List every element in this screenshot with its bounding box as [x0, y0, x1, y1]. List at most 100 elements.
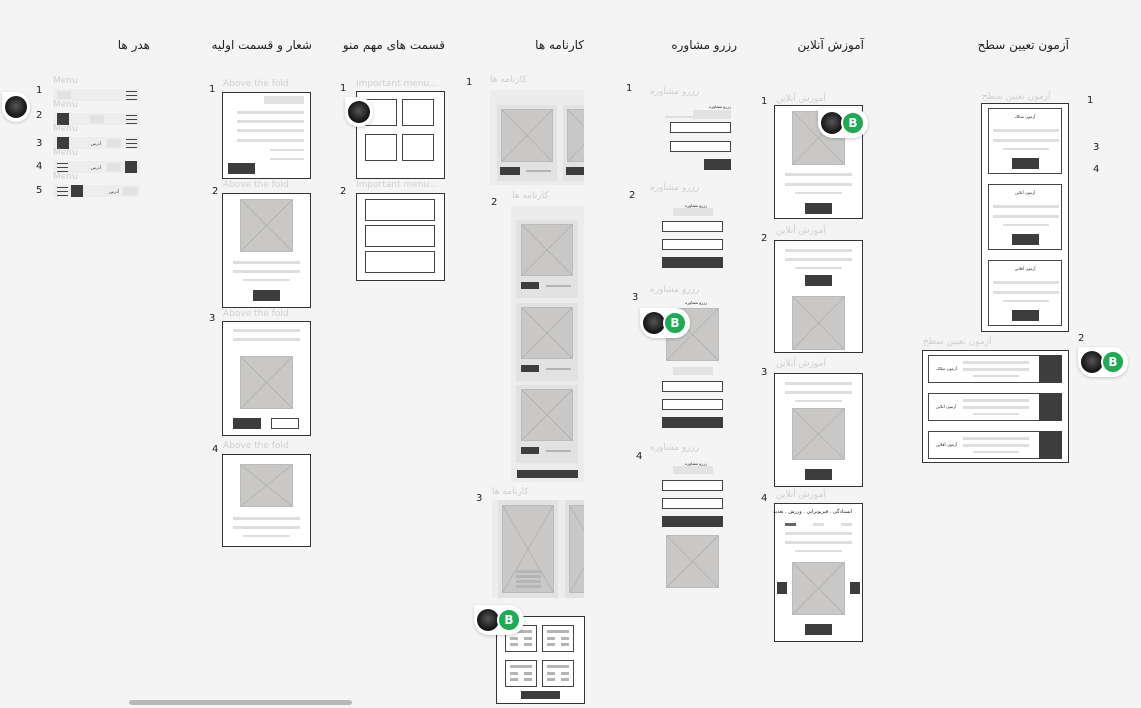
form-title: رزرو مشاوره — [685, 300, 707, 305]
frame-label: آموزش آنلاین — [776, 94, 826, 104]
frame-number: 4 — [1093, 164, 1100, 175]
online-frame-3[interactable] — [774, 373, 863, 487]
collaborator-cursor[interactable] — [2, 92, 30, 122]
test-frame-1[interactable]: آزمون سالک آزمون آنلاین آزمون آفلاین — [981, 103, 1069, 332]
column-title-reports: کارنامه ها — [535, 38, 584, 52]
form-title: رزرو مشاوره — [685, 461, 707, 466]
frame-label: آموزش آنلاین — [776, 226, 826, 236]
frame-label: Above the fold — [223, 309, 289, 319]
online-frame-2[interactable] — [774, 240, 863, 353]
frame-number: 2 — [36, 110, 43, 121]
frame-number: 3 — [476, 493, 483, 504]
frame-label: Above the fold — [223, 180, 289, 190]
menu-frame-1[interactable] — [356, 91, 445, 179]
header-variant-1[interactable] — [53, 89, 140, 101]
frame-label: رزرو مشاوره — [650, 183, 700, 193]
collaborator-cursor[interactable]: B — [474, 605, 524, 635]
frame-number: 2 — [1078, 333, 1085, 344]
frame-number: 2 — [761, 233, 768, 244]
test-card-title: آزمون آفلاین — [936, 442, 958, 447]
frame-number: 2 — [340, 186, 347, 197]
frame-label: Menu — [53, 124, 78, 134]
avatar-initial: B — [663, 311, 687, 335]
input-field[interactable] — [670, 141, 731, 152]
hamburger-icon — [126, 115, 137, 124]
test-row[interactable]: آزمون آنلاین — [928, 393, 1062, 421]
avatar — [643, 312, 665, 334]
carousel-prev-button[interactable] — [777, 582, 787, 594]
online-frame-4[interactable]: ایستادگی . فیزیوتراپی . ورزش . تغذیه — [773, 503, 863, 642]
booking-form-1[interactable]: رزرو مشاوره — [665, 104, 733, 172]
frame-number: 1 — [761, 96, 768, 107]
hero-frame-3[interactable] — [222, 321, 311, 436]
input-field[interactable] — [662, 381, 723, 392]
frame-label: Important menu... — [356, 180, 438, 190]
logo-block — [57, 113, 69, 125]
booking-form-4[interactable]: رزرو مشاوره — [661, 461, 725, 591]
hero-frame-1[interactable] — [222, 92, 311, 179]
horizontal-scrollbar[interactable] — [129, 700, 352, 705]
carousel-next-button[interactable] — [850, 582, 860, 594]
input-field[interactable] — [662, 399, 723, 410]
form-title: رزرو مشاوره — [709, 104, 731, 109]
input-field[interactable] — [662, 480, 723, 491]
submit-button[interactable] — [704, 159, 731, 170]
avatar — [1081, 351, 1103, 373]
menu-frame-2[interactable] — [356, 193, 445, 281]
test-row[interactable]: آزمون سالک — [928, 355, 1062, 383]
collaborator-cursor[interactable]: B — [818, 108, 868, 138]
submit-button[interactable] — [662, 417, 723, 428]
frame-label: آزمون تعیین سطح — [982, 92, 1051, 102]
test-card[interactable]: آزمون آفلاین — [988, 260, 1062, 326]
frame-number: 4 — [212, 444, 219, 455]
column-title-booking: رزرو مشاوره — [671, 38, 737, 52]
input-field[interactable] — [662, 498, 723, 509]
test-card-title: آزمون سالک — [936, 366, 957, 371]
avatar-initial: B — [841, 111, 865, 135]
frame-number: 2 — [212, 186, 219, 197]
collaborator-cursor[interactable]: B — [1078, 347, 1128, 377]
frame-number: 1 — [340, 83, 347, 94]
frame-label: رزرو مشاوره — [650, 443, 700, 453]
tabs-text: ایستادگی . فیزیوتراپی . ورزش . تغذیه — [773, 509, 852, 515]
header-variant-2[interactable] — [53, 113, 140, 125]
header-variant-5[interactable]: آدرس — [53, 185, 140, 197]
reports-carousel-3[interactable] — [492, 500, 584, 598]
hero-frame-4[interactable] — [222, 454, 311, 547]
input-field[interactable] — [670, 122, 731, 133]
input-field[interactable] — [662, 221, 723, 232]
collaborator-cursor[interactable]: B — [640, 308, 690, 338]
frame-number: 1 — [466, 77, 473, 88]
column-title-online: آموزش آنلاین — [797, 38, 864, 52]
hamburger-icon — [126, 139, 137, 148]
frame-number: 3 — [761, 367, 768, 378]
reports-list-2[interactable] — [511, 206, 584, 482]
collaborator-cursor[interactable] — [345, 97, 373, 127]
frame-number: 4 — [761, 493, 768, 504]
frame-label: Important menu... — [356, 79, 438, 89]
image-placeholder-icon — [240, 199, 293, 252]
submit-button[interactable] — [662, 257, 723, 268]
input-field[interactable] — [662, 239, 723, 250]
frame-number: 1 — [1087, 95, 1094, 106]
avatar — [821, 112, 843, 134]
header-variant-3[interactable]: آدرس — [53, 137, 140, 149]
header-variant-4[interactable]: آدرس — [53, 161, 140, 173]
booking-form-2[interactable]: رزرو مشاوره — [661, 203, 725, 269]
test-frame-2[interactable]: آزمون سالک آزمون آنلاین آزمون آفلاین — [922, 350, 1069, 463]
frame-label: رزرو مشاوره — [650, 87, 700, 97]
test-row[interactable]: آزمون آفلاین — [928, 431, 1062, 459]
submit-button[interactable] — [662, 516, 723, 527]
frame-number: 1 — [626, 83, 633, 94]
frame-number: 3 — [36, 138, 43, 149]
column-title-test: آزمون تعیین سطح — [977, 38, 1069, 52]
test-card[interactable]: آزمون آنلاین — [988, 184, 1062, 250]
address-text: آدرس — [91, 165, 101, 170]
frame-label: رزرو مشاوره — [650, 285, 700, 295]
test-card[interactable]: آزمون سالک — [988, 108, 1062, 174]
hero-frame-2[interactable] — [222, 193, 311, 308]
test-card-title: آزمون آنلاین — [936, 404, 957, 409]
avatar — [477, 609, 499, 631]
reports-carousel-1[interactable] — [490, 90, 584, 185]
frame-number: 4 — [636, 451, 643, 462]
